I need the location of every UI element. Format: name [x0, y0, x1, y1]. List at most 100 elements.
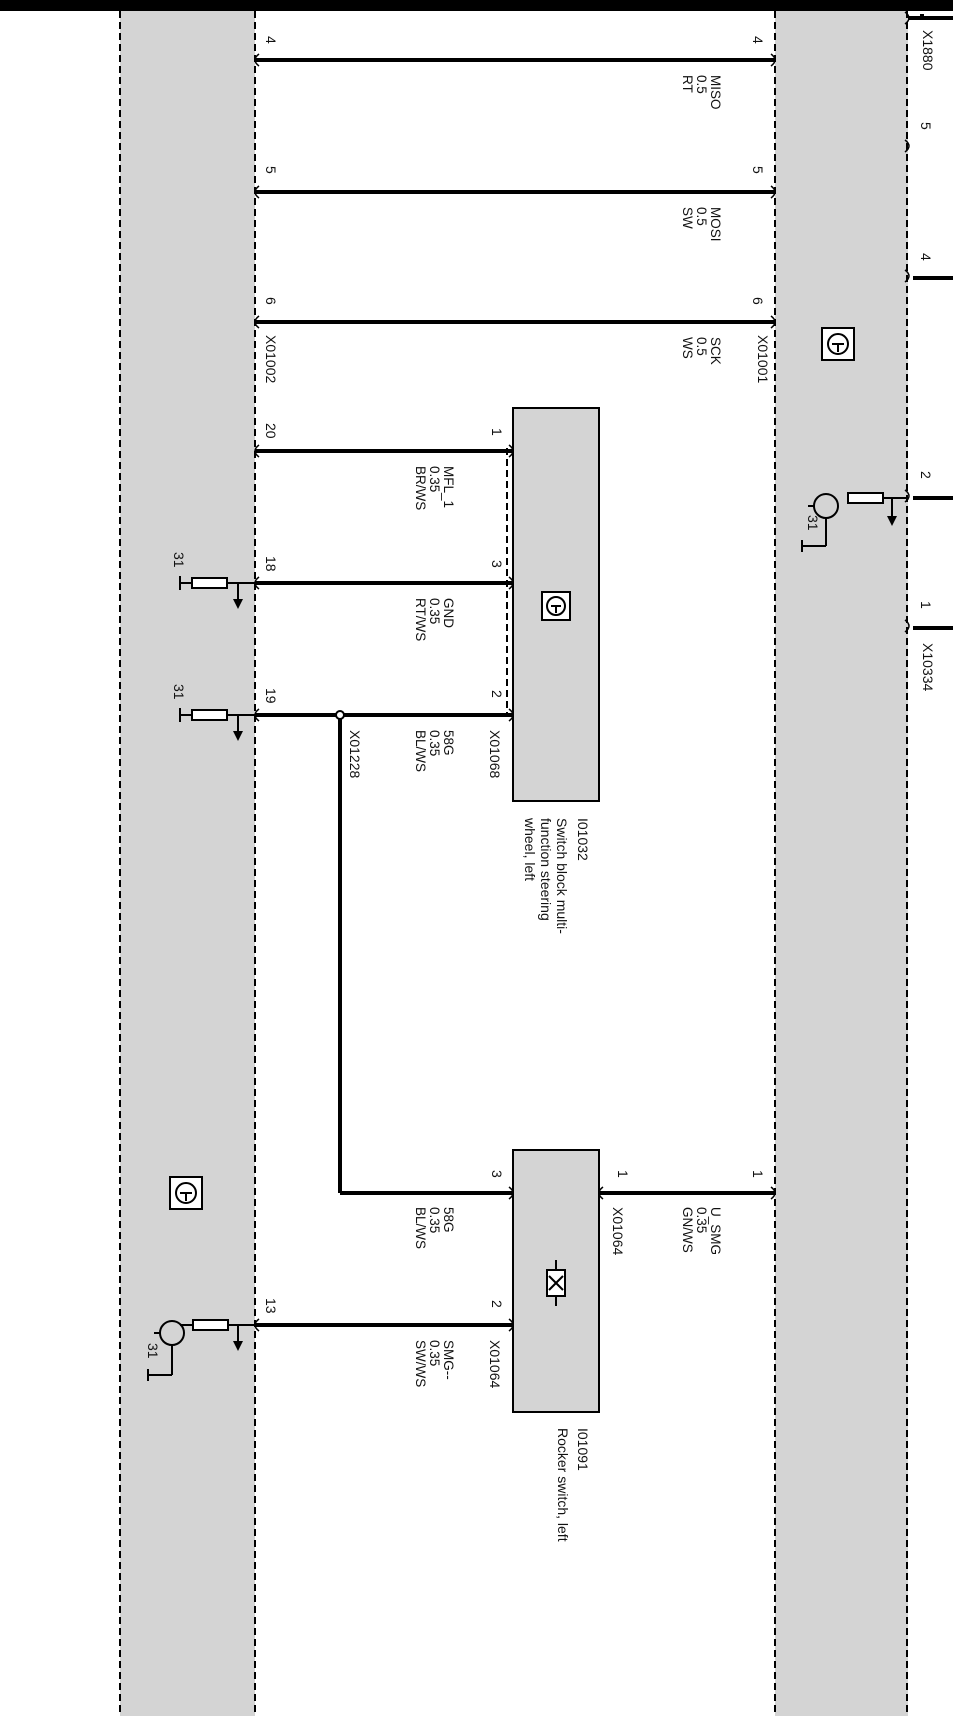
connector-x01002-label: X01002 — [263, 335, 279, 384]
pin-notch — [904, 619, 910, 633]
pin-label: 13 — [263, 1298, 279, 1314]
pin-label: 18 — [263, 556, 279, 572]
right-gray-band — [775, 11, 908, 1716]
top-pin-2-label: 2 — [918, 471, 934, 479]
control-unit-icon — [821, 327, 855, 361]
connector-x01064-label: X01064 — [487, 1340, 503, 1389]
pin-notch — [254, 315, 260, 329]
pin-label: 2 — [489, 1300, 505, 1308]
resistor — [847, 492, 884, 504]
wire-mfl-info: MFL_1 0.35 BR/WS — [413, 466, 456, 511]
pin-notch — [904, 139, 910, 153]
connector-x1880-label: X1880 — [920, 30, 936, 71]
pin-label: 19 — [263, 688, 279, 704]
wire-color: SW — [680, 207, 695, 229]
wire-usmg-info: U_SMG 0.35 GN/WS — [680, 1207, 723, 1256]
wire-color: WS — [680, 337, 695, 359]
wire-size: 0.35 — [427, 1207, 442, 1234]
splice-x01228-label: X01228 — [347, 730, 363, 779]
wire-sck-info: SCK 0.5 WS — [680, 337, 723, 365]
resistor — [191, 709, 228, 721]
wire-gnd-info: GND 0.35 RT/WS — [413, 598, 456, 642]
pin-label: 4 — [263, 36, 279, 44]
wire-color: BL/WS — [413, 730, 428, 773]
module-i01091-desc: Rocker switch, left — [555, 1428, 571, 1542]
wire-color: RT — [680, 75, 695, 93]
pin-notch — [508, 708, 514, 722]
pin-notch — [508, 576, 514, 590]
wire-color: RT/WS — [413, 598, 428, 642]
wire-size: 0.5 — [694, 337, 709, 356]
wire-size: 0.35 — [427, 466, 442, 493]
pin-label: 6 — [750, 297, 766, 305]
pin-notch — [508, 444, 514, 458]
top-pin-5-label: 5 — [918, 122, 934, 130]
pin-notch — [254, 185, 260, 199]
wire-name: SCK — [708, 337, 723, 365]
ground-label: 31 — [171, 684, 187, 700]
wire-name: U_SMG — [708, 1207, 723, 1256]
wire-smg-info: SMG-- 0.35 SW/WS — [413, 1340, 456, 1388]
control-unit-icon — [169, 1176, 203, 1210]
wire-name: MFL_1 — [441, 466, 456, 509]
pin-label: 3 — [489, 1170, 505, 1178]
pin-notch — [904, 11, 910, 25]
header-band — [0, 0, 953, 11]
module-i01032-id: I01032 — [575, 818, 591, 861]
pin-label: 1 — [489, 428, 505, 436]
wire-color: SW/WS — [413, 1340, 428, 1388]
wire-size: 0.35 — [427, 730, 442, 757]
switch-symbol-icon — [546, 1260, 566, 1306]
ground-arrow-icon — [887, 516, 897, 526]
pin-label: 20 — [263, 423, 279, 439]
pin-label: 5 — [263, 166, 279, 174]
pin-notch — [770, 53, 776, 67]
wire-58g-a-info: 58G 0.35 BL/WS — [413, 730, 456, 773]
wire-size: 0.5 — [694, 207, 709, 226]
pin-notch — [770, 185, 776, 199]
top-pin-1-label: 1 — [918, 601, 934, 609]
wire-size: 0.5 — [694, 75, 709, 94]
pin-label: 2 — [489, 690, 505, 698]
pin-notch — [770, 1186, 776, 1200]
pin-notch — [254, 53, 260, 67]
connector-x01001-label: X01001 — [755, 335, 771, 384]
connector-x01068-label: X01068 — [487, 730, 503, 779]
wire-color: GN/WS — [680, 1207, 695, 1253]
ground-arrow-icon — [233, 599, 243, 609]
left-gray-band — [120, 11, 255, 1716]
wire-name: MISO — [708, 75, 723, 110]
pin-notch — [904, 489, 910, 503]
wire-color: BR/WS — [413, 466, 428, 511]
ground-arrow-icon — [233, 731, 243, 741]
ground-symbol-icon — [147, 1320, 185, 1381]
resistor — [191, 577, 228, 589]
wire-color: BL/WS — [413, 1207, 428, 1250]
ground-arrow-icon — [233, 1341, 243, 1351]
splice-x01228 — [335, 710, 345, 720]
wire-miso-info: MISO 0.5 RT — [680, 75, 723, 110]
wire-name: SMG-- — [441, 1340, 456, 1380]
wire-name: MOSI — [708, 207, 723, 242]
wire-mosi-info: MOSI 0.5 SW — [680, 207, 723, 242]
control-unit-icon — [541, 591, 571, 621]
pin-notch — [770, 315, 776, 329]
ground-label: 31 — [145, 1343, 161, 1359]
module-i01091-id: I01091 — [575, 1428, 591, 1471]
connector-x01064-label: X01064 — [610, 1207, 626, 1256]
wire-name: 58G — [441, 1207, 456, 1233]
pin-notch — [904, 269, 910, 283]
wire-size: 0.35 — [427, 598, 442, 625]
pin-label: 1 — [615, 1170, 631, 1178]
module-i01032-desc: Switch block multi- function steering wh… — [522, 818, 570, 934]
wire-name: 58G — [441, 730, 456, 756]
ground-label: 31 — [171, 552, 187, 568]
pin-notch — [254, 444, 260, 458]
pin-label: 5 — [750, 166, 766, 174]
wire-size: 0.35 — [427, 1340, 442, 1367]
pin-label: 3 — [489, 560, 505, 568]
white-area — [255, 11, 775, 1716]
top-pin-4-label: 4 — [918, 253, 934, 261]
wire-name: GND — [441, 598, 456, 628]
